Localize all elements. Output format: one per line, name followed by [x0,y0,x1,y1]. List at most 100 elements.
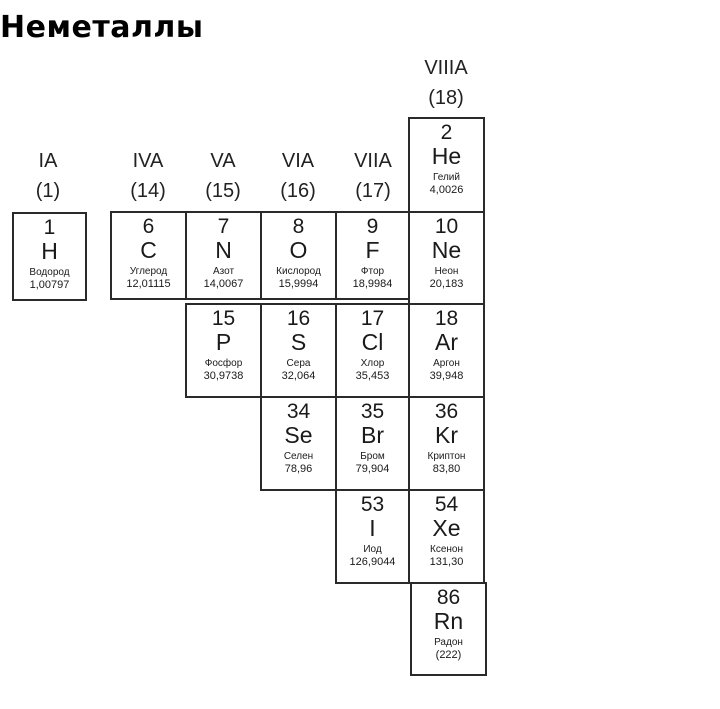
atomic-mass: 131,30 [429,556,464,568]
element-name: Водород [29,267,70,278]
atomic-number: 8 [292,215,305,238]
atomic-number: 17 [360,307,385,330]
element-name: Фтор [360,266,385,277]
element-name: Ксенон [430,544,463,555]
group-header-viiia: VIIIA (18) [408,53,484,113]
element-name: Криптон [427,451,466,462]
element-symbol: Rn [433,608,464,634]
element-name: Неон [434,266,459,277]
element-cell-ar: 18 Ar Аргон 39,948 [408,303,485,398]
element-symbol: He [431,143,462,169]
element-cell-f: 9 F Фтор 18,9984 [335,211,410,300]
element-symbol: O [289,237,308,263]
atomic-number: 34 [286,400,311,423]
atomic-mass: 4,0026 [429,184,464,196]
element-name: Фосфор [204,358,243,369]
element-symbol: Ne [431,237,462,263]
atomic-number: 2 [440,121,453,144]
element-symbol: C [140,237,157,263]
element-name: Гелий [433,172,460,183]
element-symbol: Cl [361,329,384,355]
element-cell-se: 34 Se Селен 78,96 [260,396,337,491]
element-symbol: P [215,329,232,355]
group-roman: IA [38,150,58,172]
group-number: (1) [35,180,61,202]
element-name: Углерод [129,266,168,277]
element-cell-br: 35 Br Бром 79,904 [335,396,410,491]
group-number: (16) [280,180,316,202]
atomic-mass: 35,453 [355,370,390,382]
element-cell-h: 1 H Водород 1,00797 [12,212,87,301]
element-name: Сера [286,358,311,369]
atomic-mass: 126,9044 [349,556,396,568]
atomic-number: 9 [366,215,379,238]
group-number: (15) [205,180,241,202]
atomic-number: 86 [436,586,461,609]
group-roman: VA [210,150,236,172]
group-header-va: VA (15) [185,146,261,206]
atomic-mass: 83,80 [432,463,461,475]
group-roman: VIIA [354,150,392,172]
atomic-number: 10 [434,215,459,238]
element-cell-s: 16 S Сера 32,064 [260,303,337,398]
group-header-ia: IA (1) [10,146,86,206]
atomic-mass: 39,948 [429,370,464,382]
element-name: Селен [283,451,314,462]
element-cell-i: 53 I Иод 126,9044 [335,489,410,584]
group-roman: VIIIA [424,57,468,79]
element-symbol: I [369,515,376,541]
group-number: (14) [130,180,166,202]
element-cell-kr: 36 Kr Криптон 83,80 [408,396,485,491]
element-name: Бром [360,451,385,462]
element-cell-ne: 10 Ne Неон 20,183 [408,211,485,305]
atomic-number: 54 [434,493,459,516]
atomic-mass: 78,96 [284,463,313,475]
element-symbol: Se [284,422,313,448]
element-symbol: Br [361,422,384,448]
group-roman: VIA [281,150,315,172]
element-symbol: Ar [435,329,458,355]
atomic-mass: 20,183 [429,278,464,290]
atomic-mass: 15,9994 [278,278,319,290]
group-roman: IVA [132,150,164,172]
element-symbol: H [41,238,58,264]
element-name: Иод [363,544,382,555]
group-number: (17) [355,180,391,202]
atomic-mass: 79,904 [355,463,390,475]
atomic-mass: (222) [435,649,462,661]
element-name: Азот [212,266,235,277]
atomic-number: 53 [360,493,385,516]
page-title: Неметаллы [0,10,204,45]
atomic-number: 6 [142,215,155,238]
atomic-number: 16 [286,307,311,330]
element-symbol: F [365,237,380,263]
atomic-mass: 12,01115 [126,278,171,290]
element-name: Аргон [433,358,460,369]
group-number: (18) [428,87,464,109]
element-cell-rn: 86 Rn Радон (222) [410,582,487,676]
element-cell-cl: 17 Cl Хлор 35,453 [335,303,410,398]
group-header-via: VIA (16) [260,146,336,206]
element-name: Хлор [360,358,385,369]
element-name: Кислород [276,266,321,277]
element-cell-n: 7 N Азот 14,0067 [185,211,262,300]
element-cell-xe: 54 Xe Ксенон 131,30 [408,489,485,584]
atomic-number: 35 [360,400,385,423]
element-symbol: Xe [432,515,461,541]
element-cell-c: 6 C Углерод 12,01115 [110,211,187,300]
element-cell-o: 8 O Кислород 15,9994 [260,211,337,300]
group-header-viia: VIIA (17) [335,146,411,206]
element-cell-he: 2 He Гелий 4,0026 [408,117,485,213]
element-symbol: Kr [435,422,458,448]
atomic-number: 7 [217,215,230,238]
element-name: Радон [434,637,463,648]
atomic-number: 15 [211,307,236,330]
element-cell-p: 15 P Фосфор 30,9738 [185,303,262,398]
atomic-mass: 30,9738 [203,370,244,382]
atomic-number: 18 [434,307,459,330]
atomic-number: 1 [43,216,56,239]
atomic-mass: 14,0067 [203,278,244,290]
atomic-mass: 1,00797 [29,279,70,291]
group-header-iva: IVA (14) [110,146,186,206]
atomic-mass: 32,064 [281,370,316,382]
